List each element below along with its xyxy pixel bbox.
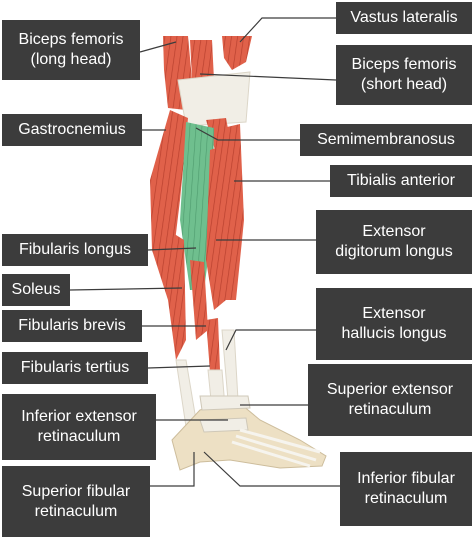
fibularis-tertius-muscle xyxy=(206,318,220,372)
label-semimembranosus: Semimembranosus xyxy=(300,124,472,156)
label-inferior-fibular-retinaculum: Inferior fibular retinaculum xyxy=(340,452,472,526)
label-inferior-extensor-retinaculum: Inferior extensor retinaculum xyxy=(2,394,156,460)
vastus-lateralis-muscle xyxy=(222,36,252,70)
label-biceps-femoris-long-head: Biceps femoris (long head) xyxy=(2,20,140,80)
label-fibularis-brevis: Fibularis brevis xyxy=(2,310,142,342)
toes-tendons xyxy=(231,428,321,468)
label-tibialis-anterior: Tibialis anterior xyxy=(330,165,472,197)
retinacula xyxy=(199,395,251,433)
soleus-muscle xyxy=(168,230,186,360)
fibularis-brevis-muscle xyxy=(190,260,208,340)
label-superior-fibular-retinaculum: Superior fibular retinaculum xyxy=(2,466,150,537)
label-gastrocnemius: Gastrocnemius xyxy=(2,114,142,146)
gastrocnemius-muscle xyxy=(150,110,188,300)
knee-tendon-region xyxy=(177,71,251,127)
label-fibularis-longus: Fibularis longus xyxy=(2,234,148,266)
foot-bones xyxy=(171,399,327,471)
extensor-digitorum-longus-muscle xyxy=(206,146,226,310)
label-extensor-digitorum-longus: Extensor digitorum longus xyxy=(316,210,472,274)
label-biceps-femoris-short-head: Biceps femoris (short head) xyxy=(336,45,472,105)
label-soleus: Soleus xyxy=(2,274,70,306)
label-fibularis-tertius: Fibularis tertius xyxy=(2,352,148,384)
label-superior-extensor-retinaculum: Superior extensor retinaculum xyxy=(308,364,472,436)
label-extensor-hallucis-longus: Extensor hallucis longus xyxy=(316,288,472,360)
leader-lines xyxy=(69,17,340,487)
label-vastus-lateralis: Vastus lateralis xyxy=(336,2,472,34)
